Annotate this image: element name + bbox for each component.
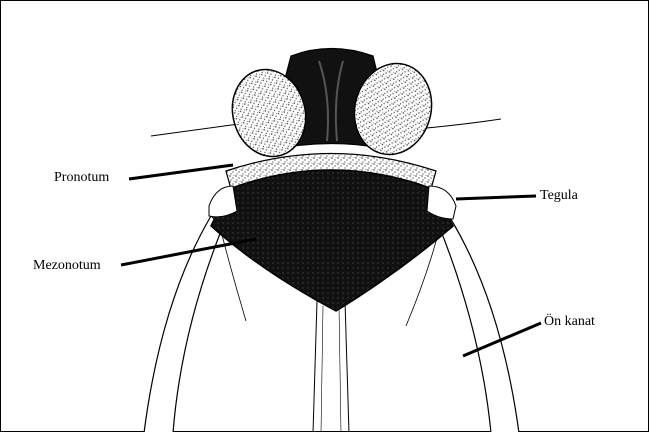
pronotum-leader-line [129, 165, 233, 179]
left-tegula-shape [209, 186, 237, 217]
tegula-leader-line [456, 196, 536, 199]
mezonotum-label: Mezonotum [33, 258, 101, 274]
right-fore-wing [439, 216, 519, 432]
right-tegula-shape [427, 186, 456, 219]
on-kanat-label: Ön kanat [544, 314, 595, 330]
pronotum-label: Pronotum [54, 170, 109, 186]
tegula-label: Tegula [540, 188, 578, 204]
left-antenna [151, 123, 246, 136]
